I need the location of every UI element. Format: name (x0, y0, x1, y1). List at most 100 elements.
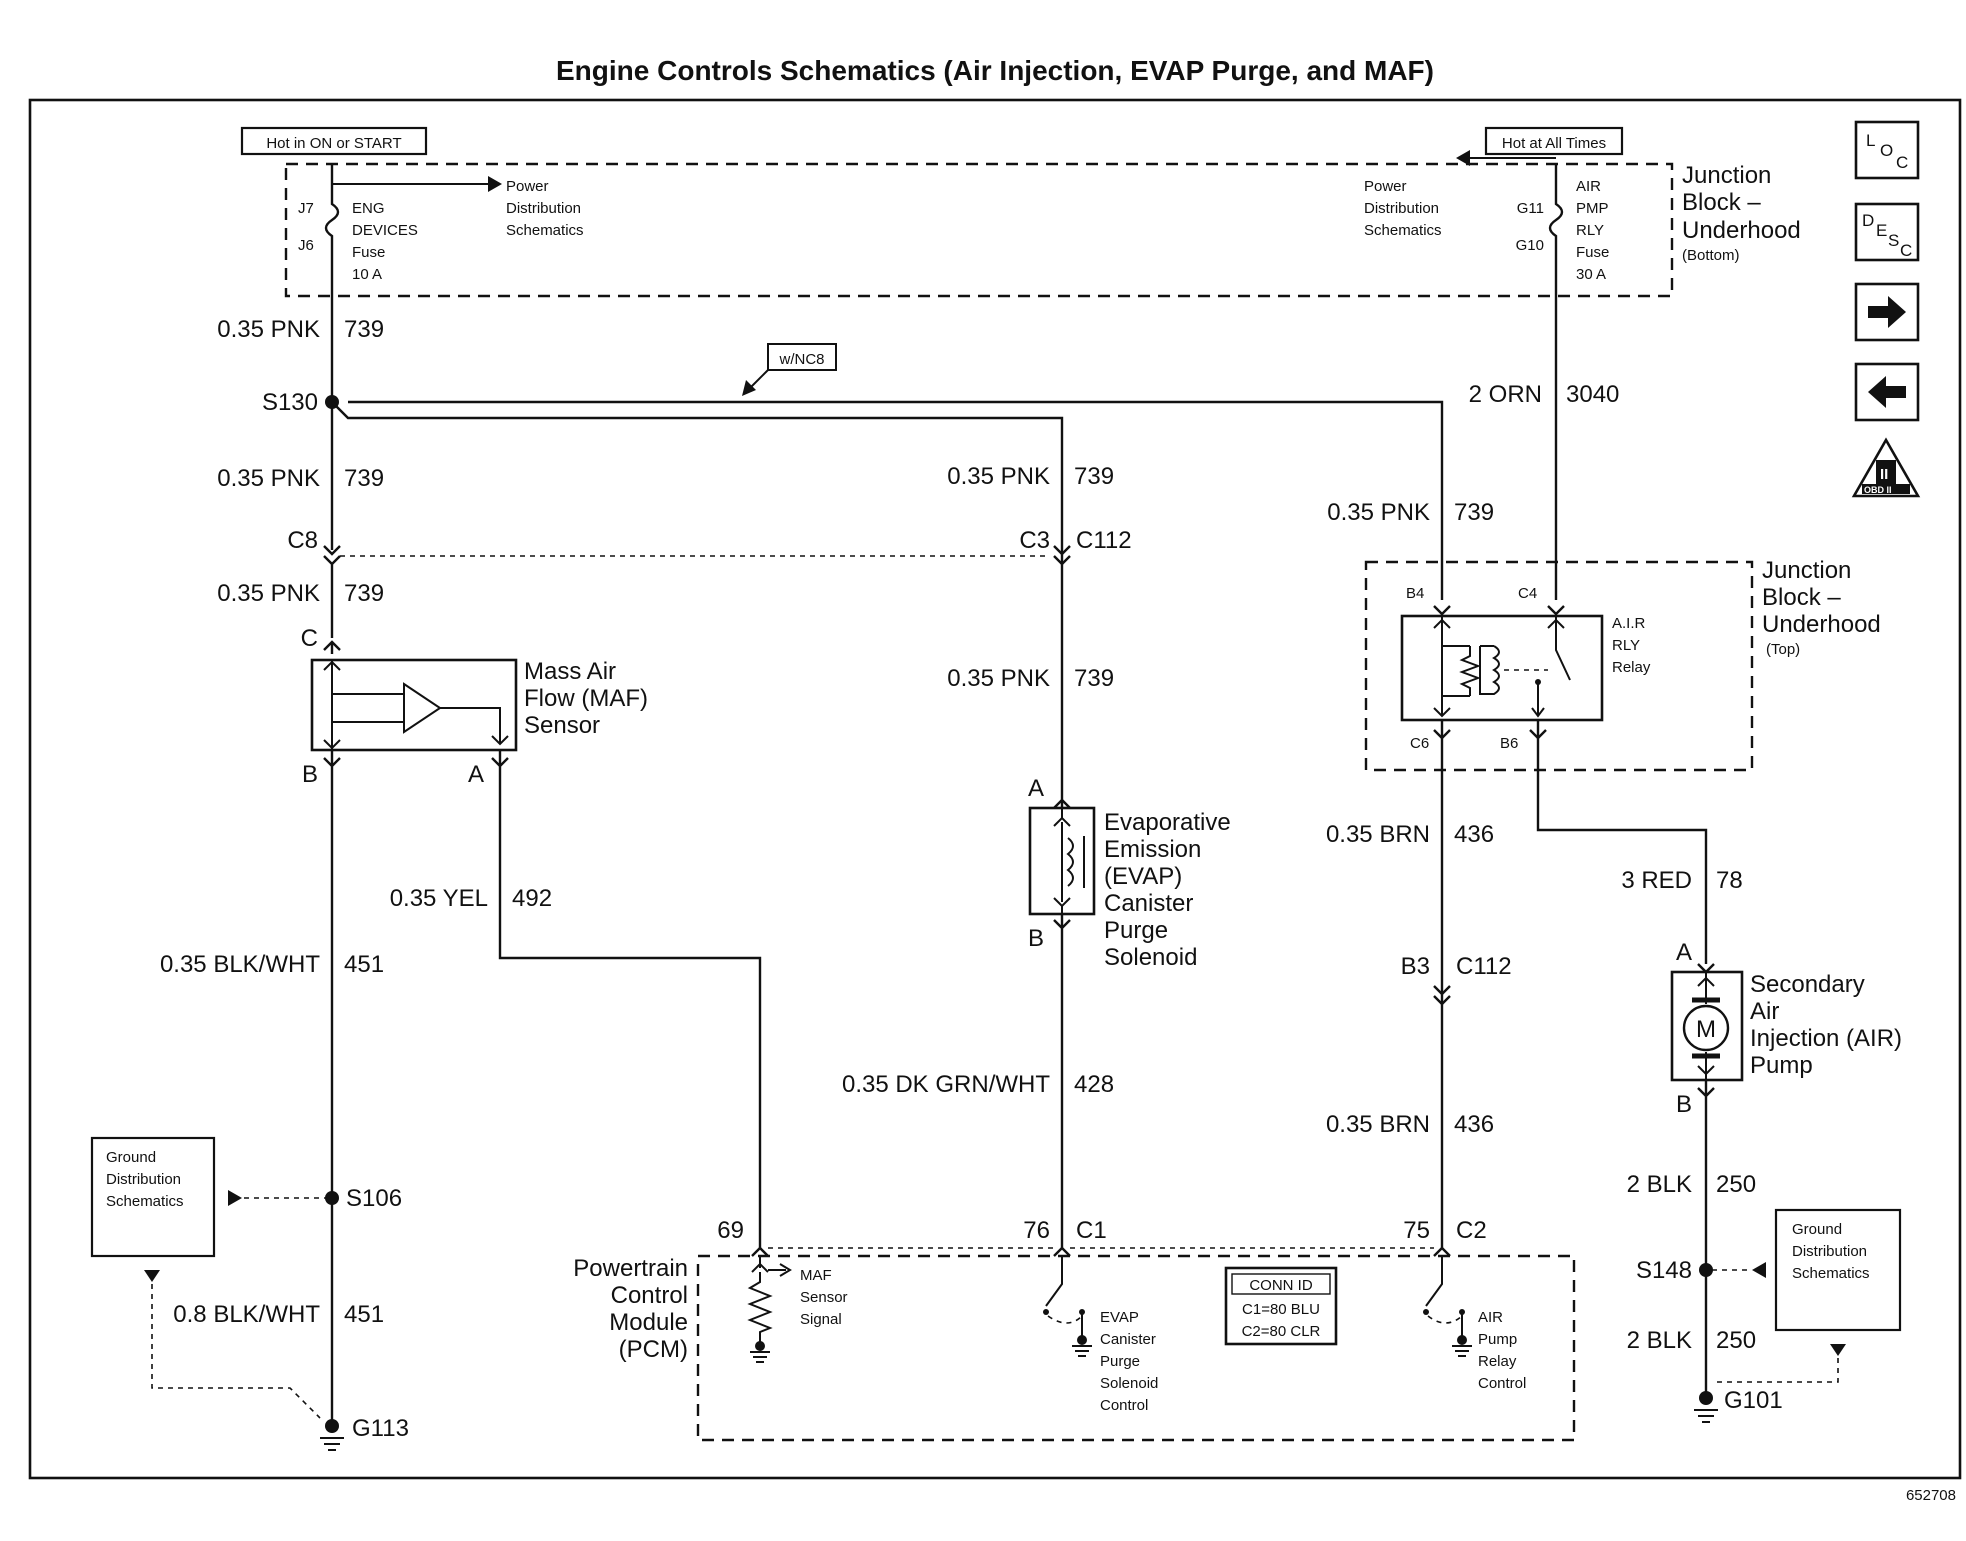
svg-text:D: D (1862, 211, 1874, 230)
pcm-pin-76: 76 (1023, 1217, 1050, 1244)
maf-label-l1: Mass Air (524, 658, 616, 685)
svg-text:C1=80 BLU: C1=80 BLU (1242, 1301, 1320, 1318)
power-dist-right-l3[interactable]: Schematics (1364, 222, 1442, 239)
wire-w11-gauge: 0.35 DK GRN/WHT (842, 1071, 1050, 1098)
svg-text:Schematics: Schematics (106, 1193, 184, 1210)
splice-s106: S106 (346, 1185, 402, 1212)
relay-pin-b4: B4 (1406, 585, 1424, 602)
air-pump-pin-a: A (1676, 939, 1692, 966)
ground-dist-right-to-g101 (1712, 1358, 1839, 1383)
wire-492-maf-signal (491, 750, 762, 1248)
diagram-frame (28, 98, 1962, 1480)
wire-739-evap-branch (331, 401, 1064, 808)
relay-pin-b6: B6 (1500, 735, 1518, 752)
wire-w11-circuit: 428 (1074, 1071, 1114, 1098)
power-dist-left-l2[interactable]: Distribution (506, 200, 581, 217)
evap-label-l5: Purge (1104, 917, 1168, 944)
ground-dist-right-arrow-icon (1752, 1262, 1766, 1278)
next-arrow-icon[interactable] (1854, 282, 1920, 342)
svg-text:Ground: Ground (1792, 1221, 1842, 1238)
evap-label-l6: Solenoid (1104, 944, 1197, 971)
jb-bottom-l3: Underhood (1682, 217, 1801, 244)
evap-label-l4: Canister (1104, 890, 1193, 917)
fuse-left-l3: Fuse (352, 244, 385, 261)
relay-label-l1: A.I.R (1612, 615, 1646, 632)
connector-c2: C2 (1456, 1217, 1487, 1244)
jb-bottom-l4: (Bottom) (1682, 247, 1740, 264)
connector-c112-bottom: C112 (1456, 953, 1512, 980)
fuse-left-l4: 10 A (352, 266, 382, 283)
connector-c8: C8 (287, 527, 318, 554)
evap-pin-b: B (1028, 925, 1044, 952)
svg-text:C: C (1900, 241, 1912, 260)
wire-w5-circuit: 739 (1074, 665, 1114, 692)
pcm-label-l4: (PCM) (619, 1336, 688, 1363)
pcm-air-ctl-l4: Control (1478, 1375, 1526, 1392)
pcm-maf-sig-l1: MAF (800, 1267, 832, 1284)
air-pump-label-l2: Air (1750, 998, 1779, 1025)
junction-block-underhood-top (1364, 560, 1754, 772)
ground-g113-icon (320, 1419, 344, 1451)
ground-dist-right-box[interactable]: Ground Distribution Schematics (1774, 1208, 1902, 1332)
svg-text:C2=80 CLR: C2=80 CLR (1242, 1323, 1321, 1340)
splice-s106-icon (325, 1191, 339, 1205)
air-pump-motor-icon: M (1696, 1016, 1716, 1043)
loc-icon[interactable]: LOC (1854, 120, 1920, 180)
evap-label-l2: Emission (1104, 836, 1201, 863)
wire-w4-gauge: 0.35 PNK (947, 463, 1050, 490)
svg-text:CONN ID: CONN ID (1249, 1277, 1313, 1294)
connector-b3: B3 (1401, 953, 1430, 980)
connector-c112-top: C112 (1076, 527, 1132, 554)
power-dist-right-l2[interactable]: Distribution (1364, 200, 1439, 217)
fuse-right-pin-top: G11 (1517, 200, 1544, 217)
pcm-pin-69: 69 (717, 1217, 744, 1244)
relay-pin-c6: C6 (1410, 735, 1429, 752)
pcm-evap-driver (1043, 1256, 1092, 1357)
pcm-label-l1: Powertrain (573, 1255, 688, 1282)
svg-text:L: L (1866, 131, 1875, 150)
air-pump-motor: M (1670, 970, 1744, 1082)
ground-dist-left-box[interactable]: Ground Distribution Schematics (90, 1136, 216, 1258)
splice-s148-icon (1699, 1263, 1713, 1277)
svg-text:w/NC8: w/NC8 (778, 351, 824, 368)
fuse-right-l2: PMP (1576, 200, 1609, 217)
fuse-left-l1: ENG (352, 200, 385, 217)
wire-w14-circuit: 78 (1716, 867, 1743, 894)
jb-top-l4: (Top) (1766, 641, 1800, 658)
pcm-maf-sig-l3: Signal (800, 1311, 842, 1328)
power-dist-left-l3[interactable]: Schematics (506, 222, 584, 239)
junction-block-underhood-bottom (284, 162, 1674, 298)
power-dist-left-l1[interactable]: Power (506, 178, 549, 195)
splice-s130: S130 (262, 389, 318, 416)
pcm-evap-ctl-l5: Control (1100, 1397, 1148, 1414)
obd-ii-icon[interactable]: II OBD II (1851, 437, 1921, 498)
wire-w6-gauge: 0.35 PNK (1327, 499, 1430, 526)
fuse-left-pin-top: J7 (298, 200, 314, 217)
wire-w2-circuit: 739 (344, 465, 384, 492)
document-id: 652708 (1906, 1487, 1956, 1504)
wire-w15-circuit: 250 (1716, 1171, 1756, 1198)
pcm-maf-sig-l2: Sensor (800, 1289, 848, 1306)
wire-w1-circuit: 739 (344, 316, 384, 343)
eng-devices-fuse-icon (324, 164, 340, 296)
air-pmp-rly-fuse-icon (1548, 164, 1564, 296)
wire-w16-gauge: 2 BLK (1627, 1327, 1692, 1354)
pcm-air-ctl-l2: Pump (1478, 1331, 1517, 1348)
option-tag-wnc8: w/NC8 (742, 343, 837, 396)
svg-text:Ground: Ground (106, 1149, 156, 1166)
fuse-left-pin-bottom: J6 (298, 237, 314, 254)
power-dist-right-l1[interactable]: Power (1364, 178, 1407, 195)
relay-label-l2: RLY (1612, 637, 1640, 654)
wire-w13-circuit: 436 (1454, 1111, 1494, 1138)
maf-label-l3: Sensor (524, 712, 600, 739)
wire-w16-circuit: 250 (1716, 1327, 1756, 1354)
prev-arrow-icon[interactable] (1854, 362, 1920, 422)
svg-text:Hot at All Times: Hot at All Times (1502, 135, 1606, 152)
pcm-air-ctl-l1: AIR (1478, 1309, 1503, 1326)
evap-label-l3: (EVAP) (1104, 863, 1182, 890)
conn-id-box: CONN ID C1=80 BLU C2=80 CLR (1224, 1266, 1338, 1346)
wire-w9-gauge: 0.35 BLK/WHT (160, 951, 320, 978)
